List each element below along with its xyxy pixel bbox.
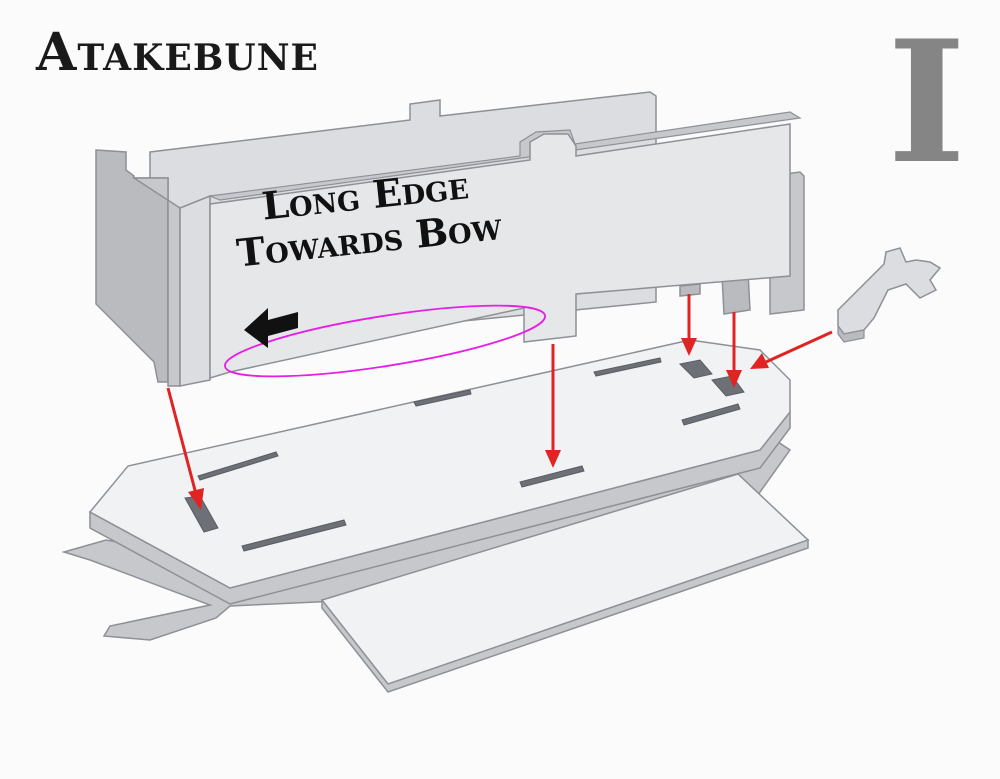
step-number: I xyxy=(887,3,966,201)
end-wall-left-tab xyxy=(179,194,211,387)
arrow-stern-leg-b xyxy=(726,312,742,388)
deck-slots xyxy=(184,357,745,552)
assembly-arrows xyxy=(166,294,833,510)
bracket-piece-side xyxy=(837,324,865,343)
long-edge-highlight xyxy=(224,304,546,378)
front-wall xyxy=(209,123,791,380)
slot xyxy=(711,375,745,397)
slot xyxy=(519,465,585,488)
bottom-plank xyxy=(320,473,810,685)
deck-plate xyxy=(88,339,791,589)
end-wall-left xyxy=(131,177,181,387)
arrow-left-icon xyxy=(244,308,298,348)
arrow-end-to-slot xyxy=(166,387,204,510)
slot xyxy=(241,519,347,552)
arrow-bracket xyxy=(750,330,833,369)
bracket-piece xyxy=(837,247,942,335)
diagram-title: Atakebune xyxy=(36,22,319,83)
slot xyxy=(681,403,741,426)
arrow-center-tab xyxy=(545,344,561,468)
arrow-stern-leg-a xyxy=(681,294,697,356)
slot xyxy=(593,357,662,377)
slot xyxy=(413,389,472,407)
slot xyxy=(197,451,279,481)
front-wall-top-edge xyxy=(207,111,802,201)
slot xyxy=(678,359,713,379)
